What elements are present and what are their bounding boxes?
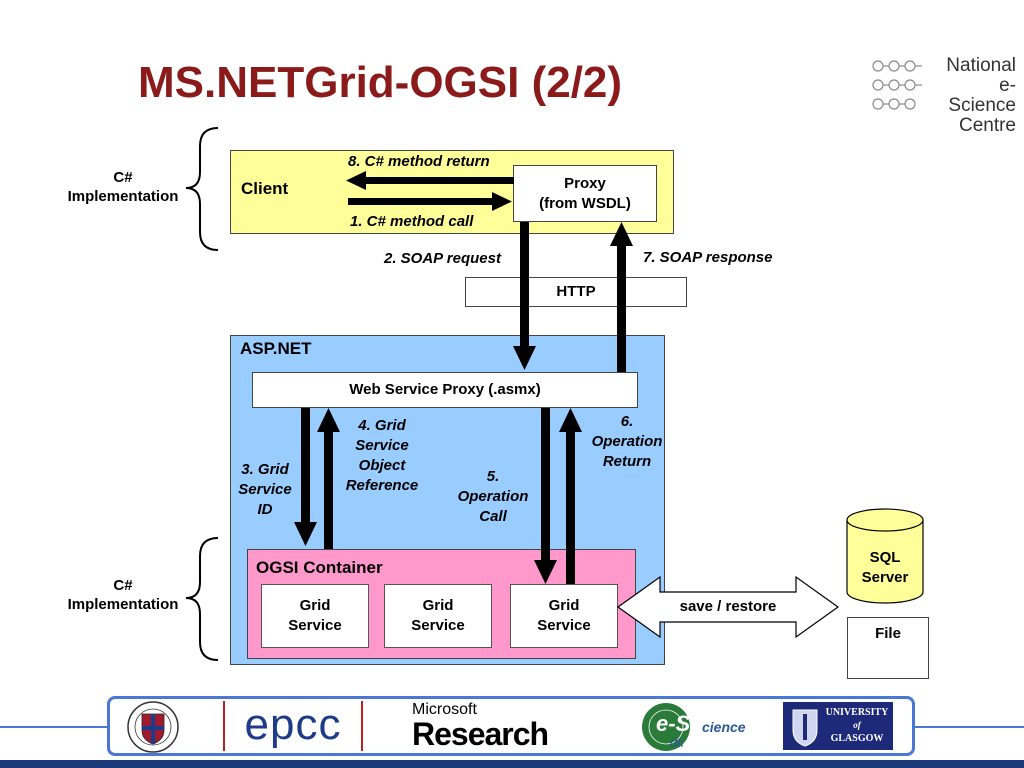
label-soap-request: 2. SOAP request bbox=[384, 250, 501, 267]
client-label: Client bbox=[241, 179, 289, 198]
arrow-method-call-icon bbox=[348, 192, 512, 211]
proxy-line2: (from WSDL) bbox=[539, 194, 631, 212]
file-box: File bbox=[847, 617, 929, 679]
nesc-line2: e-Science bbox=[948, 75, 1016, 116]
escience-circle-icon bbox=[642, 703, 690, 751]
microsoft-research-logo: Microsoft Research bbox=[412, 701, 549, 752]
nesc-circles-icon bbox=[872, 60, 922, 110]
proxy-line1: Proxy bbox=[564, 174, 606, 192]
escience-logo: e-S cience dti bbox=[640, 701, 750, 753]
slide-title: MS.NETGrid-OGSI (2/2) bbox=[138, 58, 623, 107]
proxy-box: Proxy (from WSDL) bbox=[513, 165, 657, 222]
web-service-proxy-label: Web Service Proxy (.asmx) bbox=[349, 381, 541, 398]
aspnet-label: ASP.NET bbox=[240, 339, 312, 358]
http-box: HTTP bbox=[465, 277, 687, 307]
arrow-save-restore-icon bbox=[616, 575, 840, 639]
nesc-line1: National bbox=[946, 55, 1016, 76]
http-label: HTTP bbox=[556, 283, 596, 300]
ogsi-container-label: OGSI Container bbox=[256, 558, 383, 577]
nesc-logo: National e-Science Centre bbox=[870, 55, 1020, 136]
sql-server-cylinder-icon bbox=[846, 508, 924, 604]
label-soap-response: 7. SOAP response bbox=[643, 249, 773, 266]
arrow-step3-icon bbox=[294, 408, 317, 546]
bottom-band bbox=[0, 760, 1024, 768]
arrow-method-return-icon bbox=[346, 171, 514, 190]
save-restore-label: save / restore bbox=[679, 598, 777, 615]
arrow-step5-icon bbox=[534, 408, 557, 584]
glasgow-logo: UNIVERSITY of GLASGOW bbox=[783, 702, 893, 750]
left-label-top: C# Implementation bbox=[67, 169, 179, 205]
brace-top-icon bbox=[185, 127, 219, 251]
web-service-proxy-box: Web Service Proxy (.asmx) bbox=[252, 372, 638, 408]
left-label-bottom: C# Implementation bbox=[67, 577, 179, 613]
label-method-call: 1. C# method call bbox=[350, 213, 474, 230]
label-method-return: 8. C# method return bbox=[348, 153, 490, 170]
arrow-step6-icon bbox=[559, 408, 582, 584]
glasgow-crest-icon bbox=[792, 709, 818, 747]
edinburgh-crest-icon bbox=[127, 701, 179, 753]
arrow-soap-response-icon bbox=[610, 222, 633, 372]
nesc-line3: Centre bbox=[958, 115, 1016, 136]
footer-logo-bar: epcc Microsoft Research e-S cience dti U… bbox=[107, 696, 915, 756]
epcc-logo: epcc bbox=[223, 701, 363, 751]
brace-bottom-icon bbox=[185, 537, 219, 661]
file-label: File bbox=[875, 625, 901, 642]
arrow-step4-icon bbox=[317, 408, 340, 549]
arrow-soap-request-icon bbox=[513, 222, 536, 370]
